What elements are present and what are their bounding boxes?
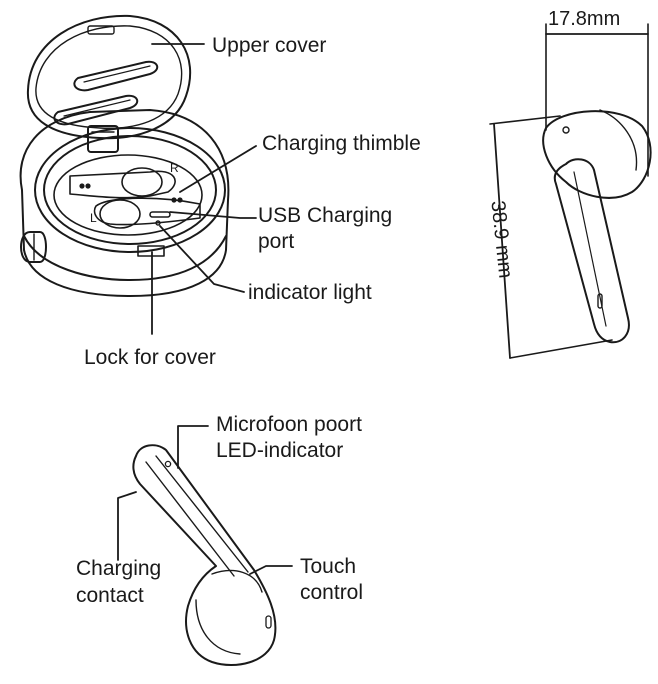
inner-tray xyxy=(34,127,226,253)
lid-slot-2 xyxy=(53,94,139,126)
usb-port-slot xyxy=(149,211,171,218)
label-lock-for-cover: Lock for cover xyxy=(84,346,216,369)
earbud-side-view xyxy=(132,444,277,666)
case-mark-left: L xyxy=(90,211,97,225)
case-mark-right: R xyxy=(170,161,179,175)
case-leaders xyxy=(151,43,257,335)
earbud-stem xyxy=(553,158,630,344)
leader-charging-contact xyxy=(117,491,137,561)
leader-usb-port xyxy=(169,211,257,219)
label-touch-line2: control xyxy=(300,581,364,604)
side-leaders xyxy=(117,425,293,575)
leader-microfoon xyxy=(177,425,209,469)
label-led-indicator: LED-indicator xyxy=(216,439,344,462)
case-rim xyxy=(23,235,227,281)
leader-touch xyxy=(249,565,293,575)
label-charging-line2: contact xyxy=(76,584,144,607)
cavity-left xyxy=(93,197,201,226)
earbud-dimension-view xyxy=(489,23,652,359)
dimension-width: 17.8mm xyxy=(548,8,621,30)
lid-slot-1 xyxy=(73,60,159,92)
front-latch xyxy=(137,245,165,257)
charging-case xyxy=(19,14,230,297)
hinge xyxy=(87,125,119,153)
label-indicator-light: indicator light xyxy=(248,281,372,304)
cavity-right xyxy=(69,170,176,199)
label-touch-line1: Touch xyxy=(300,555,357,578)
indicator-dot xyxy=(155,220,161,226)
label-upper-cover: Upper cover xyxy=(212,34,327,57)
leader-indicator xyxy=(159,225,245,293)
earbud-side-body xyxy=(132,444,277,666)
height-dim-line xyxy=(493,123,511,359)
label-charging-thimble: Charging thimble xyxy=(262,132,421,155)
label-usb-line2: port xyxy=(258,230,295,253)
case-lid xyxy=(26,14,192,140)
label-microfoon-poort: Microfoon poort xyxy=(216,413,362,436)
label-charging-line1: Charging xyxy=(76,557,162,580)
lock-button xyxy=(20,231,47,263)
label-usb-line1: USB Charging xyxy=(258,204,393,227)
leader-charging-thimble xyxy=(179,145,257,193)
stem-slot xyxy=(597,293,603,309)
touch-area xyxy=(265,615,272,629)
case-base xyxy=(19,109,230,297)
